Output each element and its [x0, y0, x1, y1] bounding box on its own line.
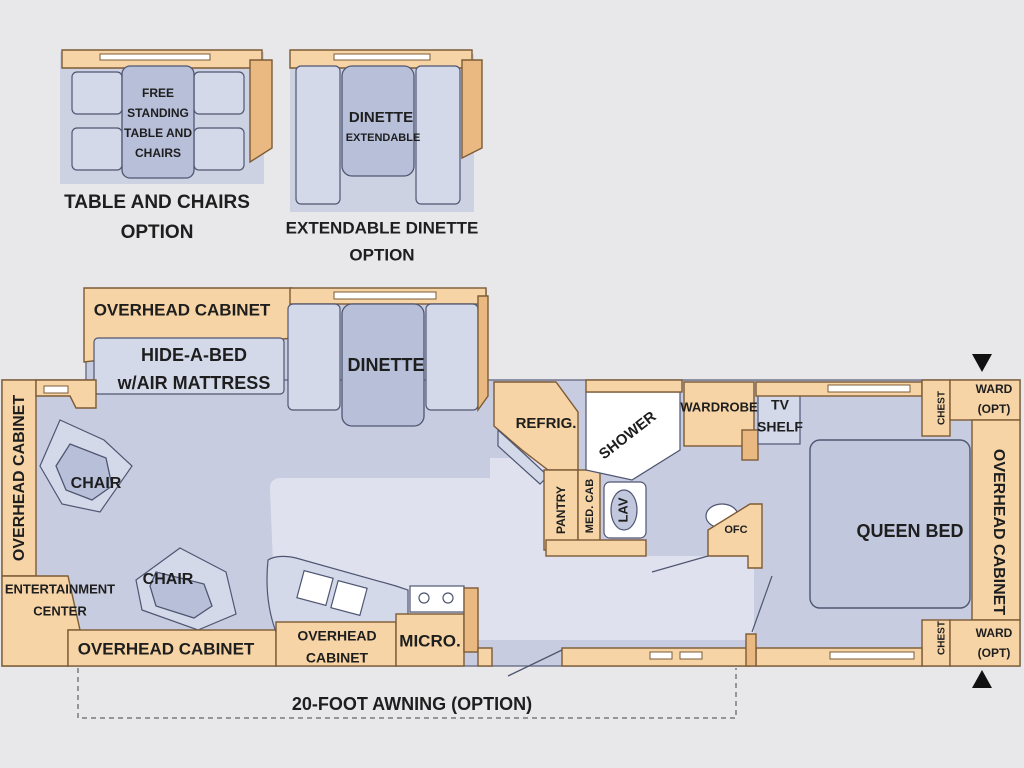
chair-2-label: CHAIR	[143, 571, 194, 588]
med-cab-label: MED. CAB	[584, 479, 596, 533]
extendable-dinette-caption-1: OPTION	[349, 245, 414, 264]
chair-1: CHAIR	[39, 419, 133, 513]
chair-2: CHAIR	[135, 547, 237, 631]
overhead-cabinet-small-label-0: OVERHEAD	[297, 628, 376, 644]
main-floorplan: OVERHEAD CABINET HIDE-A-BED w/AIR MATTRE…	[1, 287, 1021, 719]
wardrobe-label: WARDROBE	[680, 399, 758, 414]
overhead-cabinet-bottom-label: OVERHEAD CABINET	[78, 639, 255, 658]
ofc-label: OFC	[724, 524, 747, 536]
extendable-dinette-caption-0: EXTENDABLE DINETTE	[286, 218, 479, 237]
overhead-cabinet-left-label: OVERHEAD CABINET	[11, 395, 28, 561]
chest-bottom-label: CHEST	[937, 621, 948, 655]
overhead-cabinet-right-label: OVERHEAD CABINET	[990, 449, 1007, 615]
extendable-dinette-option: DINETTE EXTENDABLE EXTENDABLE DINETTE OP…	[286, 49, 483, 264]
dinette-label: DINETTE	[347, 355, 424, 375]
ward-bottom-label-1: (OPT)	[978, 646, 1011, 660]
dinette-extendable-label-0: DINETTE	[349, 109, 413, 126]
table-chairs-inner-label-0: FREE	[142, 86, 174, 100]
queen-bed-label: QUEEN BED	[856, 521, 963, 541]
overhead-cabinet-small-label-1: CABINET	[306, 650, 369, 666]
awning-outline: 20-FOOT AWNING (OPTION)	[77, 668, 737, 719]
awning-label: 20-FOOT AWNING (OPTION)	[292, 694, 532, 714]
micro-label: MICRO.	[399, 631, 460, 650]
chair-1-label: CHAIR	[71, 475, 122, 492]
arrow-down-icon	[972, 354, 992, 372]
entertainment-center-label-0: ENTERTAINMENT	[5, 581, 115, 596]
ward-bottom-label-0: WARD	[976, 626, 1013, 640]
hide-a-bed-label-1: w/AIR MATTRESS	[117, 373, 271, 393]
table-chairs-inner-label-3: CHAIRS	[135, 146, 181, 160]
pantry-label: PANTRY	[554, 486, 568, 534]
table-chairs-inner-label-2: TABLE AND	[124, 126, 192, 140]
tv-shelf-label-0: TV	[771, 397, 790, 413]
table-chairs-inner-label-1: STANDING	[127, 106, 189, 120]
lav-label: LAV	[615, 497, 630, 522]
chest-top-label: CHEST	[937, 391, 948, 425]
ward-top-label-0: WARD	[976, 382, 1013, 396]
tv-shelf-label-1: SHELF	[757, 419, 803, 435]
table-chairs-option: FREE STANDING TABLE AND CHAIRS TABLE AND…	[60, 49, 273, 243]
overhead-cabinet-top-label: OVERHEAD CABINET	[94, 300, 271, 319]
entertainment-center-label-1: CENTER	[33, 603, 87, 618]
ward-top-label-1: (OPT)	[978, 402, 1011, 416]
hide-a-bed-label-0: HIDE-A-BED	[141, 345, 247, 365]
table-chairs-caption-1: OPTION	[121, 222, 194, 243]
refrig-label: REFRIG.	[516, 415, 577, 432]
dinette-extendable-label-1: EXTENDABLE	[346, 132, 421, 144]
arrow-up-icon	[972, 670, 992, 688]
table-chairs-caption-0: TABLE AND CHAIRS	[64, 192, 250, 213]
